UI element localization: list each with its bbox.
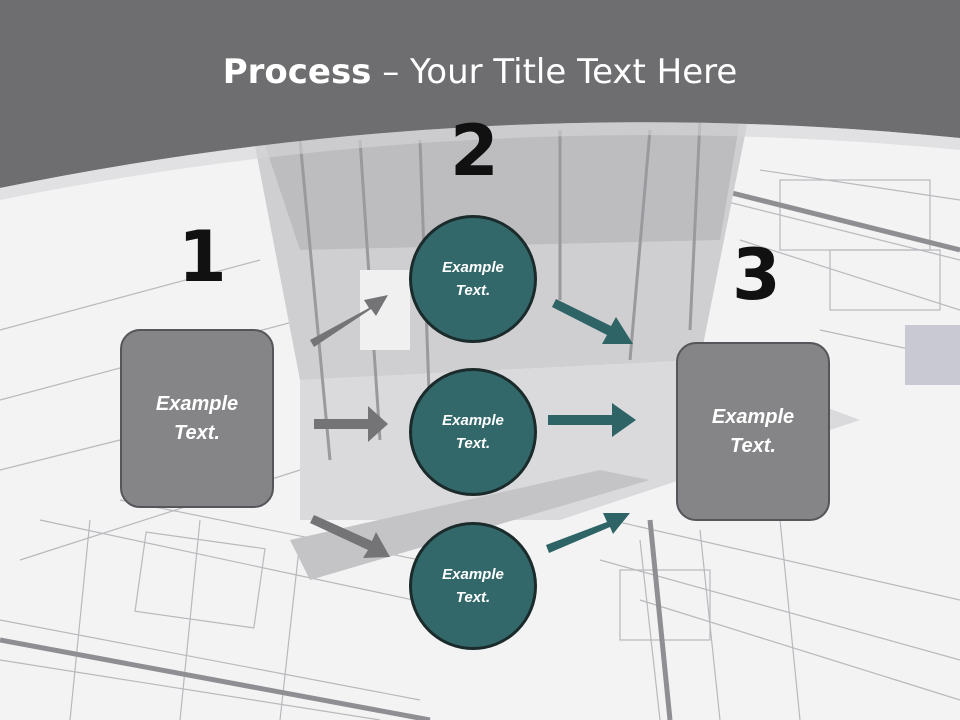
arrow-1-to-top (310, 295, 388, 347)
step-number-1: 1 (178, 216, 227, 298)
step-3-line2: Text. (730, 434, 776, 457)
circle-middle-line2: Text. (455, 435, 491, 452)
step-1-line2: Text. (174, 421, 220, 444)
circle-middle-line1: Example (442, 412, 504, 429)
step-number-2: 2 (450, 110, 499, 192)
arrow-bottom-to-3 (546, 513, 630, 553)
title-bold: Process (222, 52, 372, 92)
title-rest: – Your Title Text Here (371, 52, 738, 92)
step-3-line1: Example (711, 405, 795, 428)
step-1-line1: Example (155, 392, 239, 415)
arrow-middle-to-3 (548, 403, 636, 437)
circle-bottom-line2: Text. (455, 589, 491, 606)
page-title: Process – Your Title Text Here (0, 52, 960, 92)
circle-top-line1: Example (442, 259, 504, 276)
circle-top-line2: Text. (455, 282, 491, 299)
step-number-3: 3 (732, 234, 781, 316)
circle-bottom-line1: Example (442, 566, 504, 583)
arrow-1-to-bottom (310, 515, 390, 558)
arrow-1-to-middle (314, 406, 388, 442)
arrow-top-to-3 (552, 299, 633, 344)
